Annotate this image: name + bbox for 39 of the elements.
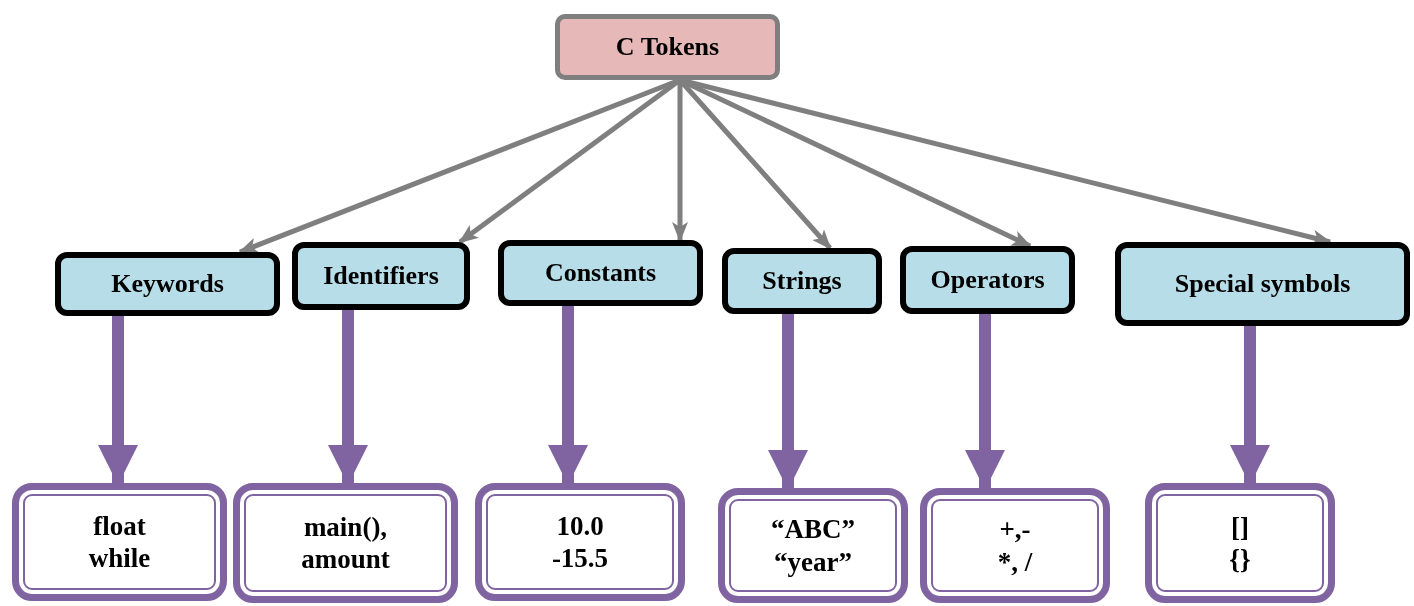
example-text: {} [1229, 543, 1251, 576]
arrow [98, 316, 138, 485]
example-text: -15.5 [551, 542, 609, 575]
example-box [12, 483, 227, 601]
example-box [233, 483, 458, 603]
example-text: “year” [774, 545, 852, 578]
box-label: Operators [930, 265, 1045, 295]
box-label: Special symbols [1174, 269, 1351, 299]
arrow [1230, 326, 1270, 485]
arrow [672, 80, 688, 242]
category-box [1115, 242, 1410, 326]
box-label: C Tokens [615, 32, 720, 62]
example-box [920, 488, 1110, 603]
example-text: +,- [999, 513, 1031, 546]
example-box [1145, 483, 1335, 603]
example-text: amount [301, 543, 390, 576]
category-box [900, 246, 1075, 314]
example-text: *, / [997, 545, 1033, 578]
example-text: 10.0 [556, 509, 604, 542]
box-label: Keywords [111, 269, 224, 299]
box-label: Strings [762, 266, 842, 296]
category-box [55, 252, 280, 316]
example-text: [] [1231, 510, 1249, 543]
box-label: Identifiers [323, 261, 439, 291]
example-text: “ABC” [771, 513, 855, 546]
category-box [292, 242, 470, 310]
category-box [722, 248, 882, 314]
example-box [718, 488, 908, 603]
box-label: Constants [544, 258, 657, 288]
example-text: while [88, 542, 151, 575]
arrow [768, 314, 808, 490]
arrow [548, 306, 588, 485]
example-box [475, 483, 685, 601]
arrow [965, 314, 1005, 490]
example-text: main(), [303, 510, 388, 543]
root-box [555, 14, 780, 80]
example-text: float [93, 509, 146, 542]
arrow [328, 310, 368, 485]
category-box [498, 240, 703, 306]
